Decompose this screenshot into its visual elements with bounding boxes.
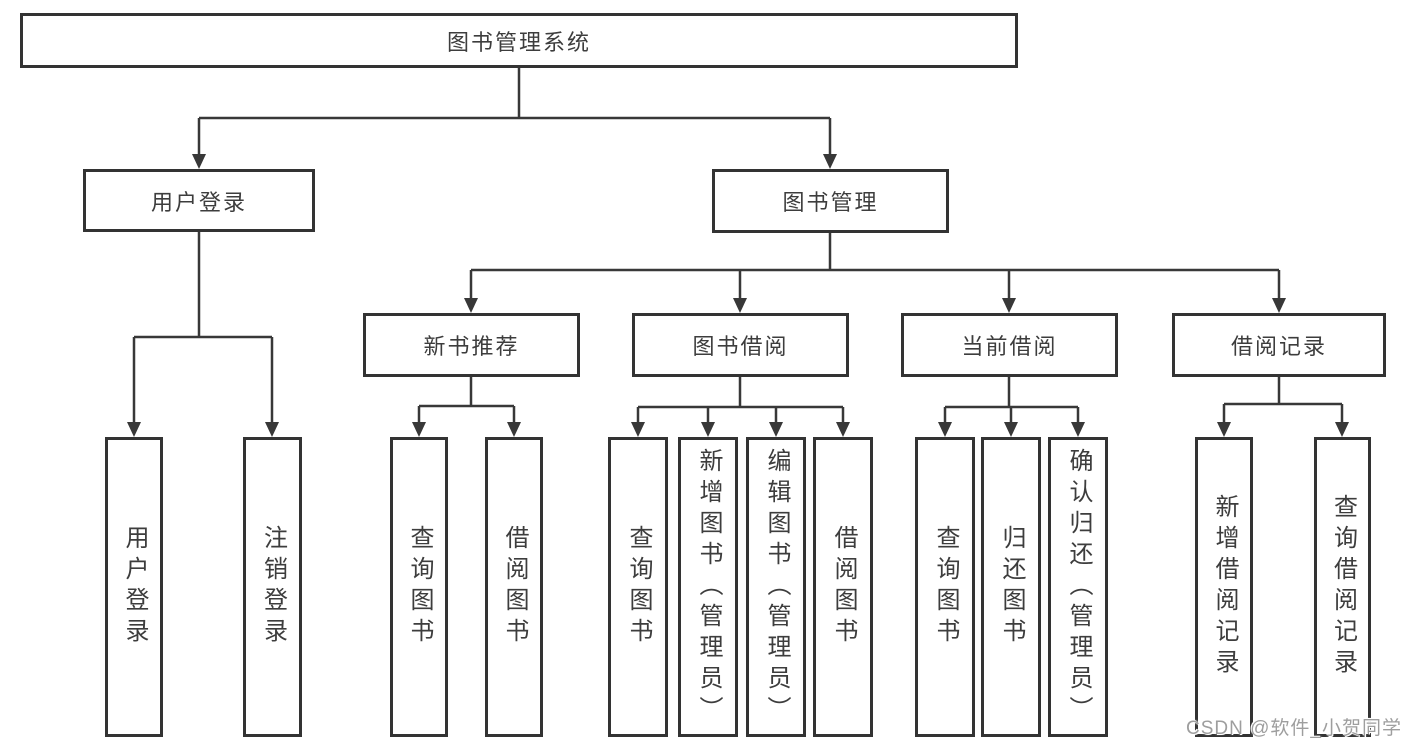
node-current-borrow: 当前借阅: [901, 313, 1118, 377]
arrow-icon: [127, 422, 141, 437]
arrow-icon: [464, 298, 478, 313]
arrow-icon: [938, 422, 952, 437]
arrow-icon: [1002, 298, 1016, 313]
arrow-icon: [1272, 298, 1286, 313]
leaf-g2-borrow-books: 借阅图书: [485, 437, 543, 737]
arrowheads: [127, 154, 1349, 437]
node-user-login: 用户登录: [83, 169, 315, 232]
arrow-icon: [507, 422, 521, 437]
tree-edges: [132, 68, 1344, 426]
leaf-g4-return-books: 归还图书: [981, 437, 1041, 737]
arrow-icon: [192, 154, 206, 169]
node-borrow-records: 借阅记录: [1172, 313, 1386, 377]
arrow-icon: [1071, 422, 1085, 437]
leaf-g2-query-books: 查询图书: [390, 437, 448, 737]
leaf-user-login: 用户登录: [105, 437, 163, 737]
leaf-g4-query-books: 查询图书: [915, 437, 975, 737]
node-book-management: 图书管理: [712, 169, 949, 233]
leaf-g5-query-borrow-record: 查询借阅记录: [1314, 437, 1371, 737]
leaf-g3-borrow-books: 借阅图书: [813, 437, 873, 737]
leaf-g3-edit-books-admin: 编辑图书（管理员）: [746, 437, 806, 737]
arrow-icon: [1217, 422, 1231, 437]
leaf-g3-add-books-admin: 新增图书（管理员）: [678, 437, 738, 737]
leaf-g5-add-borrow-record: 新增借阅记录: [1195, 437, 1253, 737]
arrow-icon: [631, 422, 645, 437]
arrow-icon: [823, 154, 837, 169]
arrow-icon: [412, 422, 426, 437]
arrow-icon: [836, 422, 850, 437]
node-new-book-recommend: 新书推荐: [363, 313, 580, 377]
arrow-icon: [265, 422, 279, 437]
node-root-library-system: 图书管理系统: [20, 13, 1018, 68]
arrow-icon: [1335, 422, 1349, 437]
leaf-g3-query-books: 查询图书: [608, 437, 668, 737]
leaf-g4-confirm-return-admin: 确认归还（管理员）: [1048, 437, 1108, 737]
arrow-icon: [1004, 422, 1018, 437]
leaf-logout: 注销登录: [243, 437, 302, 737]
arrow-icon: [701, 422, 715, 437]
arrow-icon: [733, 298, 747, 313]
csdn-watermark: CSDN @软件_小贺同学: [1186, 718, 1402, 739]
arrow-icon: [769, 422, 783, 437]
node-book-borrow: 图书借阅: [632, 313, 849, 377]
